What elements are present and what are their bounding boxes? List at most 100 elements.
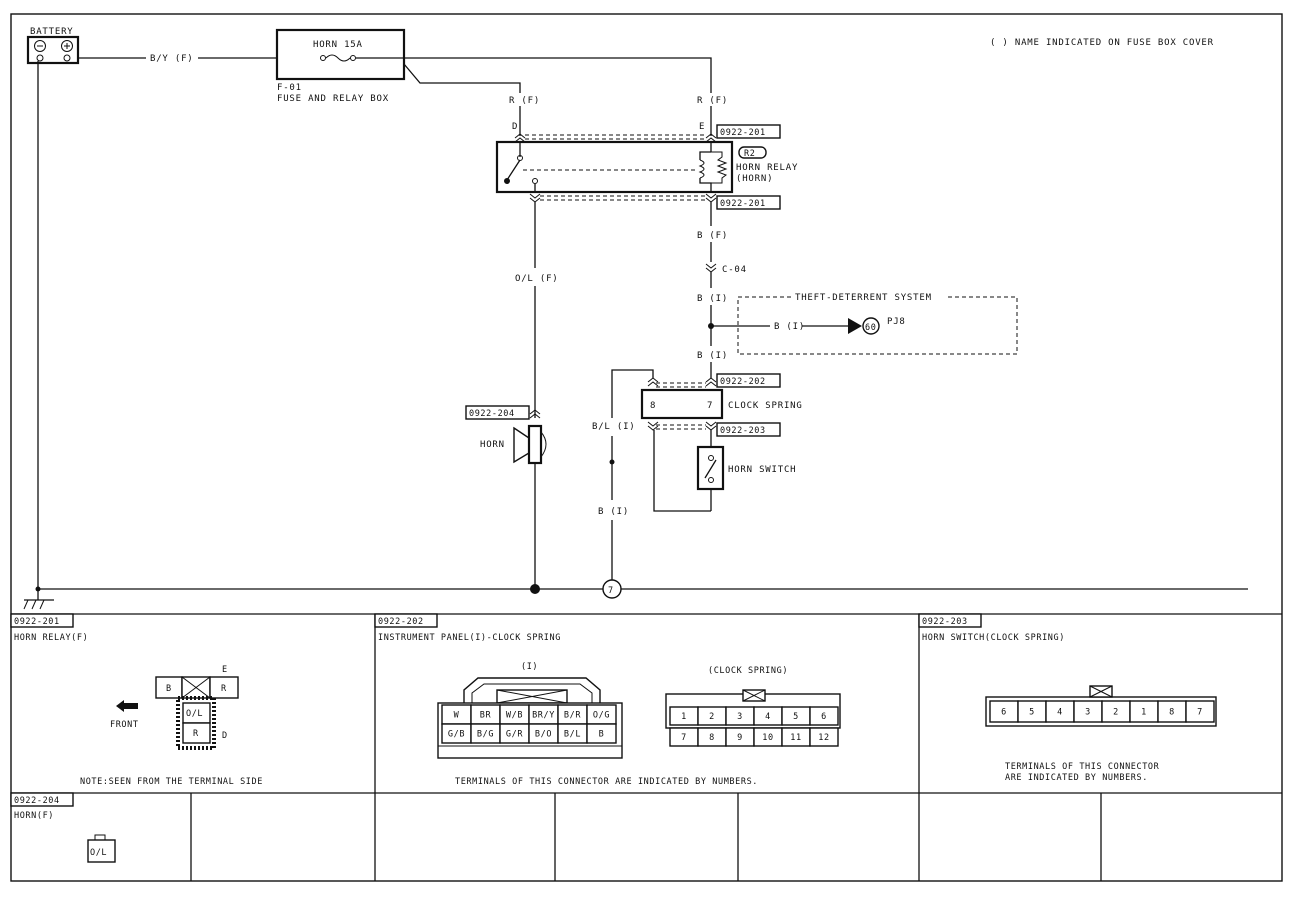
relay-box [495, 140, 734, 194]
relay-name: HORN RELAY [736, 163, 798, 173]
fuse-block: HORN 15A F-01 FUSE AND RELAY BOX [275, 28, 406, 104]
wire-label-b-i-3: B (I) [598, 507, 629, 517]
panel-202-left-row1-cell-label: BR [480, 711, 492, 721]
front-arrow-icon [116, 700, 138, 712]
panel-202-left-row2-cell-label: B/G [477, 730, 494, 740]
panel-202-right-row2-cell-label: 7 [681, 733, 687, 743]
panel-203-row-cell-label: 4 [1057, 708, 1063, 718]
panel-202-left-row1-cell-label: BR/Y [532, 711, 555, 721]
wire-label-r-d: R (F) [509, 96, 540, 106]
panel-203-row-cell-label: 6 [1001, 708, 1007, 718]
panel-202-code: 0922-202 [378, 617, 424, 627]
panel-204-connector [87, 839, 116, 863]
panel-203-row-cell [1185, 700, 1215, 723]
panel-203-row-cell-label: 8 [1169, 708, 1175, 718]
panel-203-row-cell-label: 7 [1197, 708, 1203, 718]
wire-label-theft: B (I) [774, 322, 805, 332]
panel-202-right-row1-cell-label: 4 [765, 712, 771, 722]
theft-deterrent-system: THEFT-DETERRENT SYSTEM B (I) 60 PJ8 [711, 290, 1018, 355]
horn-switch: HORN SWITCH [653, 430, 796, 512]
panel-202-right-row2-cell-label: 11 [790, 733, 801, 743]
panel-201-code: 0922-201 [14, 617, 60, 627]
relay-code-badge [738, 146, 767, 159]
panel-202-sub-right: (CLOCK SPRING) [708, 666, 788, 676]
ground-ref: 7 [608, 586, 614, 596]
panel-202-left-row2-cell [586, 723, 617, 744]
fuse-cover-note: ( ) NAME INDICATED ON FUSE BOX COVER [990, 38, 1214, 48]
wire-label-r-e: R (F) [697, 96, 728, 106]
panel-202-note: TERMINALS OF THIS CONNECTOR ARE INDICATE… [455, 777, 758, 787]
connector-202-label: 0922-202 [720, 377, 766, 387]
connector-201-top-label: 0922-201 [720, 128, 766, 138]
panel-202-right-row2-cell [809, 727, 839, 747]
panel-202-left-row2-cell-label: B/O [535, 730, 552, 740]
panel-203-title: HORN SWITCH(CLOCK SPRING) [922, 633, 1065, 643]
ground-icon [23, 589, 54, 610]
horn-ground-junction [530, 584, 540, 594]
panel-202-right-row1-cell [809, 706, 839, 726]
theft-arrow-icon [848, 318, 862, 334]
panel-201-title: HORN RELAY(F) [14, 633, 88, 643]
panel-202-title: INSTRUMENT PANEL(I)-CLOCK SPRING [378, 633, 561, 643]
theft-ref-circle [862, 317, 880, 335]
svg-text:R: R [221, 684, 227, 694]
panel-202-right-row2-cell-label: 10 [762, 733, 773, 743]
fuse-icon [325, 54, 351, 62]
clock-spring: 0922-202 8 7 CLOCK SPRING 0922-203 [640, 373, 803, 437]
horn-switch-label: HORN SWITCH [728, 465, 796, 475]
connector-chevrons-top [514, 133, 717, 143]
theft-ref: 60 [865, 323, 876, 333]
relay-resistor-icon [711, 151, 728, 184]
panel-204-pin: O/L [90, 848, 107, 858]
connector-tag-203 [716, 422, 781, 437]
relay-code: R2 [744, 149, 755, 159]
horn-relay [495, 140, 734, 194]
panel-202-left-row1-cell-label: B/R [564, 711, 581, 721]
horn-label: HORN [480, 440, 505, 450]
connector-201-bottom-label: 0922-201 [720, 199, 766, 209]
panel-201-pin-d: D [222, 731, 228, 741]
connector-panels [11, 613, 1282, 881]
fuse-box-code: F-01 [277, 83, 302, 93]
panel-horn: 0922-204 HORN(F) O/L [10, 792, 116, 863]
fuse-label: HORN 15A [313, 40, 363, 50]
panel-201-cell-r2 [182, 722, 211, 744]
svg-text:B: B [166, 684, 172, 694]
connector-tag-204 [465, 405, 530, 420]
connector-203-label: 0922-203 [720, 426, 766, 436]
svg-text:R: R [193, 729, 199, 739]
diagram-frame [10, 13, 1283, 882]
connector-c04-label: C-04 [722, 265, 747, 275]
panel-202-left-row1-cell-label: O/G [593, 711, 610, 721]
fuse-box [275, 28, 406, 81]
panel-204-code: 0922-204 [14, 796, 60, 806]
panel-201-note: NOTE:SEEN FROM THE TERMINAL SIDE [80, 777, 263, 787]
panel-202-left-row2-cell-label: B/L [564, 730, 581, 740]
ground-ref-circle [602, 579, 622, 599]
panel-202-left-row2-cell-label: G/B [448, 730, 465, 740]
wire-label-b-y: B/Y (F) [150, 54, 194, 64]
connector-c04-icon [705, 263, 717, 269]
theft-title: THEFT-DETERRENT SYSTEM [795, 293, 932, 303]
panel-203-note-2: ARE INDICATED BY NUMBERS. [1005, 773, 1148, 783]
panel-202-left-row1-cell-label: W [454, 711, 460, 721]
battery-plus-icon [61, 40, 73, 52]
panel-202-right-row2-cell-label: 9 [737, 733, 743, 743]
connector-tag-202 [716, 373, 781, 388]
clock-spring-pin-8: 8 [650, 401, 656, 411]
horn-icon [513, 426, 530, 464]
panel-202-sub-left: (I) [521, 662, 538, 672]
connector-204-label: 0922-204 [469, 409, 515, 419]
panel-202-right-row2-cell-label: 8 [709, 733, 715, 743]
theft-page: PJ8 [887, 317, 906, 327]
panel-203-note-1: TERMINALS OF THIS CONNECTOR [1005, 762, 1160, 772]
battery: BATTERY [26, 27, 80, 65]
panel-202-right-row1-cell-label: 2 [709, 712, 715, 722]
panel-202-right-row1-cell-label: 5 [793, 712, 799, 722]
clock-spring-label: CLOCK SPRING [728, 401, 803, 411]
panel-202-right-row1-cell-label: 1 [681, 712, 687, 722]
wire-label-b-i-2: B (I) [697, 351, 728, 361]
panel-201-cell-r [209, 676, 239, 699]
panel-202-right-row2-cell-label: 12 [818, 733, 829, 743]
